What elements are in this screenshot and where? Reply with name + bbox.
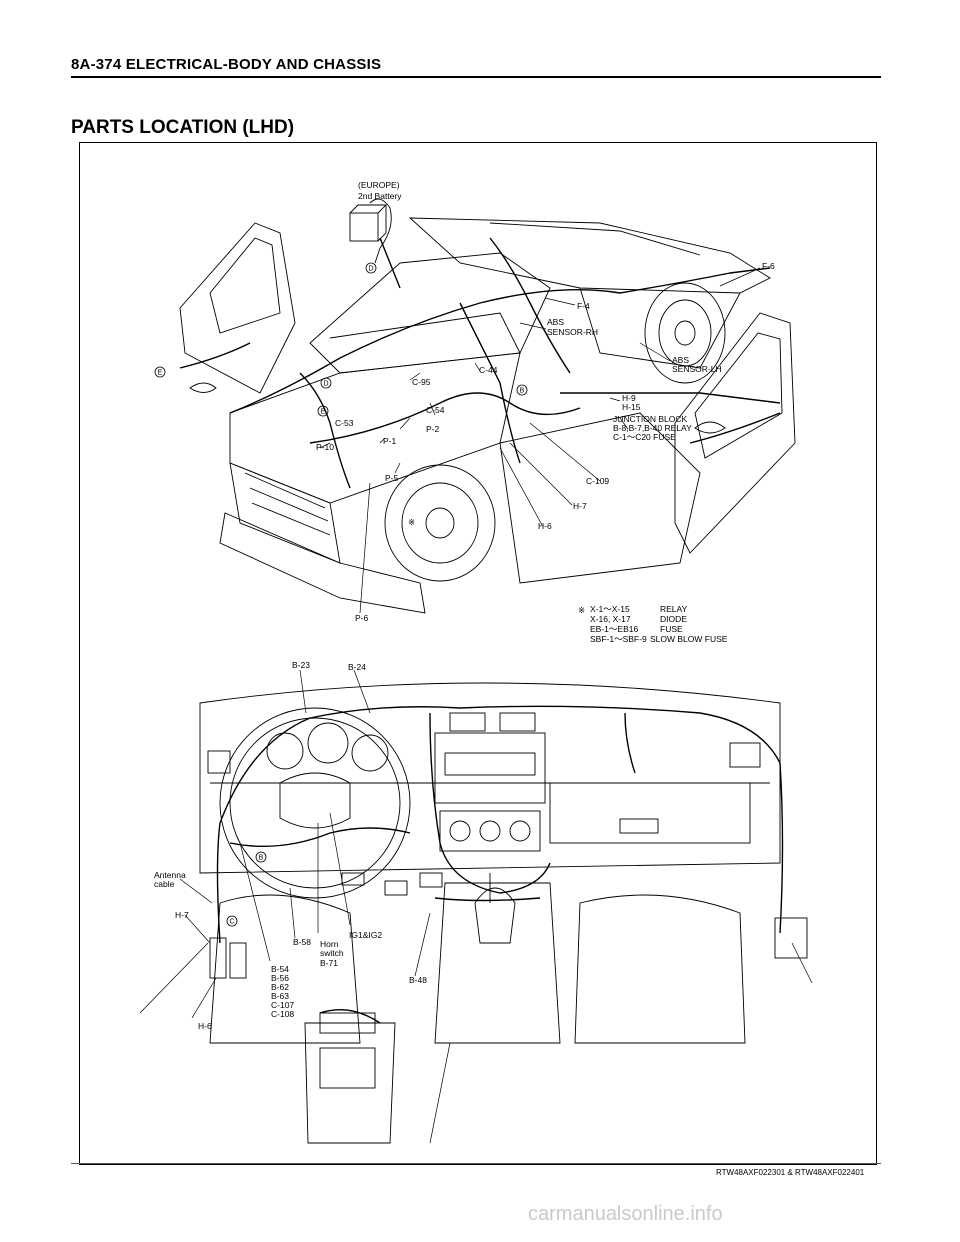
- label-ig: IG1&IG2: [349, 930, 382, 940]
- note-row-4-left: SBF-1〜SBF-9: [590, 634, 647, 644]
- label-p1: P-1: [383, 436, 397, 446]
- drawing-code: RTW48AXF022301 & RTW48AXF022401: [716, 1168, 865, 1177]
- label-b58: B-58: [293, 937, 311, 947]
- label-b48: B-48: [409, 975, 427, 985]
- label-horn-1: Horn: [320, 939, 339, 949]
- note-row-3-left: EB-1〜EB16: [590, 624, 638, 634]
- label-group-2: B-56: [271, 973, 289, 983]
- label-battery-2: 2nd Battery: [358, 191, 402, 201]
- note-row-1-right: RELAY: [660, 604, 688, 614]
- label-antenna-2: cable: [154, 879, 175, 889]
- footer-rule: [71, 1163, 881, 1164]
- note-row-4-right: SLOW BLOW FUSE: [650, 634, 728, 644]
- label-c54: C-54: [426, 405, 445, 415]
- note-row-1-left: X-1〜X-15: [590, 604, 630, 614]
- label-h6-veh: H-6: [538, 521, 552, 531]
- page-title: PARTS LOCATION (LHD): [71, 117, 295, 138]
- label-p6: P-6: [355, 613, 369, 623]
- dash-wiring-harness: [216, 705, 784, 1024]
- note-row-2-left: X-16, X-17: [590, 614, 631, 624]
- label-antenna-1: Antenna: [154, 870, 186, 880]
- watermark: carmanualsonline.info: [528, 1203, 723, 1225]
- marker-e-left: E: [158, 370, 163, 377]
- label-abs-rh-2: SENSOR-RH: [547, 327, 598, 337]
- marker-d-mid: D: [323, 381, 328, 388]
- label-p5: P-5: [385, 473, 399, 483]
- label-h7-dash: H-7: [175, 910, 189, 920]
- label-abs-rh-1: ABS: [547, 317, 564, 327]
- marker-b-dash: B: [259, 855, 264, 862]
- label-h9: H-9: [622, 393, 636, 403]
- circle-markers: [154, 262, 528, 927]
- label-abs-lh-2: SENSOR-LH: [672, 364, 722, 374]
- label-c53: C-53: [335, 418, 354, 428]
- label-c109: C-109: [586, 476, 609, 486]
- label-junction-3: C-1〜C20 FUSE: [613, 432, 676, 442]
- label-group-4: B-63: [271, 991, 289, 1001]
- vehicle-leader-lines: [319, 267, 761, 614]
- label-horn-3: B-71: [320, 958, 338, 968]
- label-f6: F-6: [762, 261, 775, 271]
- marker-d-top: D: [368, 266, 373, 273]
- dashboard-illustration: [199, 682, 808, 1144]
- label-c44: C-44: [479, 365, 498, 375]
- header-rule: [71, 76, 881, 78]
- label-group-3: B-62: [271, 982, 289, 992]
- note-marker: ※: [578, 605, 585, 615]
- marker-c-dash: C: [229, 919, 234, 926]
- marker-b-top: B: [520, 388, 525, 395]
- label-junction-1: JUNCTION BLOCK: [613, 414, 687, 424]
- label-p10: P-10: [316, 442, 334, 452]
- note-block: ※ X-1〜X-15 RELAY X-16, X-17 DIODE EB-1〜E…: [578, 604, 728, 644]
- label-horn-2: switch: [320, 948, 344, 958]
- label-abs-lh-1: ABS: [672, 355, 689, 365]
- label-h7-veh: H-7: [573, 501, 587, 511]
- dash-leader-lines: [139, 669, 813, 1144]
- note-row-3-right: FUSE: [660, 624, 683, 634]
- label-group-6: C-108: [271, 1009, 294, 1019]
- label-c95: C-95: [412, 377, 431, 387]
- label-b24: B-24: [348, 662, 366, 672]
- note-row-2-right: DIODE: [660, 614, 687, 624]
- label-b23: B-23: [292, 660, 310, 670]
- diagram-frame: D B D E E B C (EUROPE) 2nd Battery F-6 F…: [79, 142, 877, 1165]
- label-p2: P-2: [426, 424, 440, 434]
- label-marker-veh: ※: [408, 517, 415, 527]
- page-header: 8A-374 ELECTRICAL-BODY AND CHASSIS: [71, 56, 382, 73]
- diagram-canvas: D B D E E B C (EUROPE) 2nd Battery F-6 F…: [139, 180, 813, 1144]
- label-battery-1: (EUROPE): [358, 180, 400, 190]
- marker-e-mid: E: [321, 409, 326, 416]
- label-junction-2: B-8,B-7,B-40 RELAY: [613, 423, 692, 433]
- label-group-5: C-107: [271, 1000, 294, 1010]
- label-f4: F-4: [577, 301, 590, 311]
- label-group-1: B-54: [271, 964, 289, 974]
- label-h15: H-15: [622, 402, 641, 412]
- vehicle-wiring-harness: [179, 237, 781, 489]
- label-h6-dash: H-6: [198, 1021, 212, 1031]
- vehicle-illustration: [179, 198, 796, 614]
